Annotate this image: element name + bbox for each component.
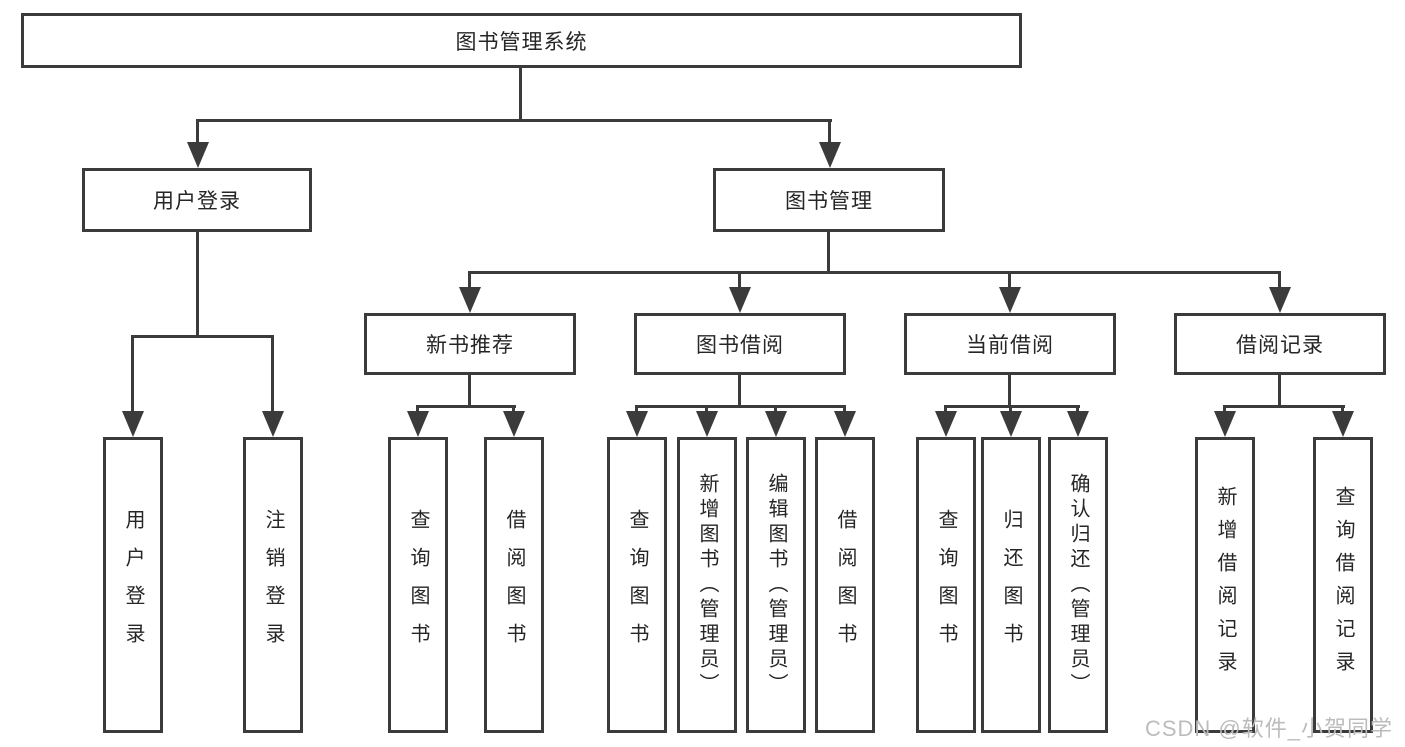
leaf-borrow-books-recommend: 借阅图书 <box>484 437 544 733</box>
connector-rail <box>1223 405 1345 408</box>
node-book-management-label: 图书管理 <box>785 190 873 213</box>
arrow-down-icon <box>696 411 718 437</box>
leaf-label: 注销登录 <box>262 509 284 661</box>
connector-stem <box>196 119 199 147</box>
connector-user-login-rail <box>131 335 274 338</box>
connector-stem <box>468 271 471 289</box>
connector-stem <box>635 405 638 415</box>
connector-stem <box>1223 405 1226 415</box>
connector-user-login-trunk <box>196 232 199 335</box>
node-book-management: 图书管理 <box>713 168 945 232</box>
arrow-down-icon <box>503 411 525 437</box>
connector-trunk <box>1278 374 1281 405</box>
leaf-add-borrow-record: 新增借阅记录 <box>1195 437 1255 733</box>
node-user-login: 用户登录 <box>82 168 312 232</box>
arrow-down-icon <box>765 411 787 437</box>
leaf-edit-books-admin: 编辑图书（管理员） <box>746 437 806 733</box>
leaf-label: 新增图书（管理员） <box>696 472 718 698</box>
arrow-down-icon <box>626 411 648 437</box>
leaf-return-books: 归还图书 <box>981 437 1041 733</box>
csdn-watermark: CSDN @软件_小贺同学 <box>1144 716 1393 741</box>
leaf-label: 查询图书 <box>935 509 957 661</box>
connector-trunk <box>468 374 471 405</box>
connector-stem <box>416 405 419 415</box>
arrow-down-icon <box>407 411 429 437</box>
leaf-user-login: 用户登录 <box>103 437 163 733</box>
node-current-borrow: 当前借阅 <box>904 313 1116 375</box>
node-new-book-recommend-label: 新书推荐 <box>426 334 514 357</box>
leaf-label: 借阅图书 <box>503 509 525 661</box>
arrow-down-icon <box>187 142 209 168</box>
connector-stem <box>828 119 831 147</box>
connector-stem <box>1278 271 1281 289</box>
node-root: 图书管理系统 <box>21 13 1022 68</box>
leaf-logout: 注销登录 <box>243 437 303 733</box>
leaf-label: 用户登录 <box>122 509 144 661</box>
leaf-borrow-books: 借阅图书 <box>815 437 875 733</box>
connector-stem <box>512 405 515 415</box>
node-root-label: 图书管理系统 <box>455 30 588 54</box>
leaf-query-borrow-record: 查询借阅记录 <box>1313 437 1373 733</box>
leaf-label: 编辑图书（管理员） <box>765 472 787 698</box>
connector-stem <box>1009 405 1012 415</box>
connector-rail <box>944 405 1080 408</box>
connector-stem <box>1008 271 1011 289</box>
arrow-down-icon <box>834 411 856 437</box>
arrow-down-icon <box>999 287 1021 313</box>
leaf-label: 查询借阅记录 <box>1332 486 1354 684</box>
connector-root-trunk <box>519 68 522 119</box>
connector-stem <box>1341 405 1344 415</box>
leaf-label: 归还图书 <box>1000 509 1022 661</box>
arrow-down-icon <box>1000 411 1022 437</box>
leaf-query-books-recommend: 查询图书 <box>388 437 448 733</box>
leaf-query-books-borrow: 查询图书 <box>607 437 667 733</box>
connector-trunk <box>1008 374 1011 405</box>
arrow-down-icon <box>1214 411 1236 437</box>
connector-level3-rail <box>468 271 1281 274</box>
node-book-borrow: 图书借阅 <box>634 313 846 375</box>
connector-rail <box>416 405 516 408</box>
node-borrow-records: 借阅记录 <box>1174 313 1386 375</box>
leaf-query-books-current: 查询图书 <box>916 437 976 733</box>
node-new-book-recommend: 新书推荐 <box>364 313 576 375</box>
node-borrow-records-label: 借阅记录 <box>1236 334 1324 357</box>
arrow-down-icon <box>819 142 841 168</box>
connector-stem <box>843 405 846 415</box>
node-user-login-label: 用户登录 <box>153 190 241 213</box>
arrow-down-icon <box>729 287 751 313</box>
arrow-down-icon <box>1269 287 1291 313</box>
connector-trunk <box>738 374 741 405</box>
leaf-label: 确认归还（管理员） <box>1067 472 1089 698</box>
leaf-label: 查询图书 <box>407 509 429 661</box>
connector-stem <box>774 405 777 415</box>
arrow-down-icon <box>1332 411 1354 437</box>
arrow-down-icon <box>262 411 284 437</box>
node-current-borrow-label: 当前借阅 <box>966 334 1054 357</box>
connector-stem <box>944 405 947 415</box>
connector-level2-rail <box>196 119 832 122</box>
leaf-label: 借阅图书 <box>834 509 856 661</box>
connector-stem <box>271 335 274 413</box>
connector-stem <box>738 271 741 289</box>
arrow-down-icon <box>459 287 481 313</box>
arrow-down-icon <box>935 411 957 437</box>
arrow-down-icon <box>1067 411 1089 437</box>
leaf-confirm-return-admin: 确认归还（管理员） <box>1048 437 1108 733</box>
arrow-down-icon <box>122 411 144 437</box>
leaf-add-books-admin: 新增图书（管理员） <box>677 437 737 733</box>
node-book-borrow-label: 图书借阅 <box>696 334 784 357</box>
leaf-label: 查询图书 <box>626 509 648 661</box>
connector-stem <box>1076 405 1079 415</box>
leaf-label: 新增借阅记录 <box>1214 486 1236 684</box>
connector-stem <box>705 405 708 415</box>
connector-rail <box>635 405 846 408</box>
connector-stem <box>131 335 134 413</box>
connector-book-mgmt-trunk <box>827 232 830 271</box>
